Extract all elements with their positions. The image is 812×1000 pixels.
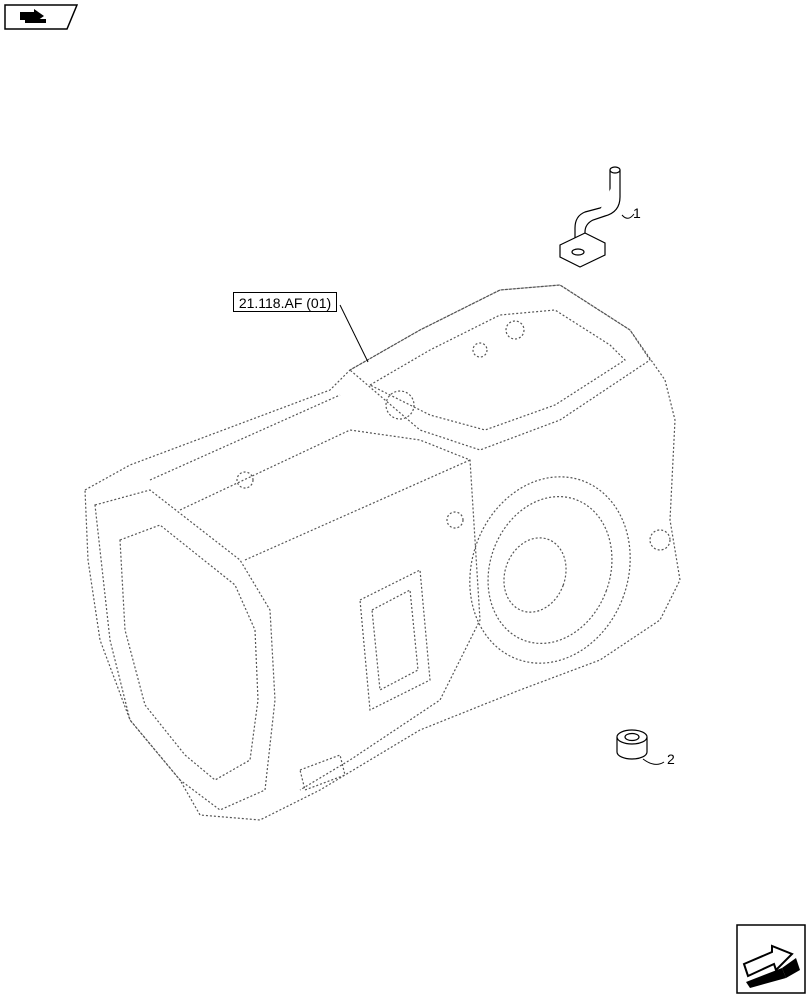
bushing-part — [616, 729, 648, 760]
callout-number-2: 2 — [667, 751, 675, 767]
callout-number-1: 1 — [633, 205, 641, 221]
previous-page-button[interactable] — [4, 4, 79, 30]
housing-outline — [84, 284, 681, 821]
callout-2-leader — [642, 758, 665, 765]
next-page-button[interactable] — [736, 924, 806, 994]
tube-part — [559, 166, 621, 268]
callout-1-leader — [621, 213, 635, 219]
reference-leader-line — [339, 304, 369, 363]
previous-page-arrow-icon — [4, 4, 79, 30]
next-page-arrow-icon — [736, 924, 806, 994]
reference-label[interactable]: 21.118.AF (01) — [233, 292, 337, 312]
